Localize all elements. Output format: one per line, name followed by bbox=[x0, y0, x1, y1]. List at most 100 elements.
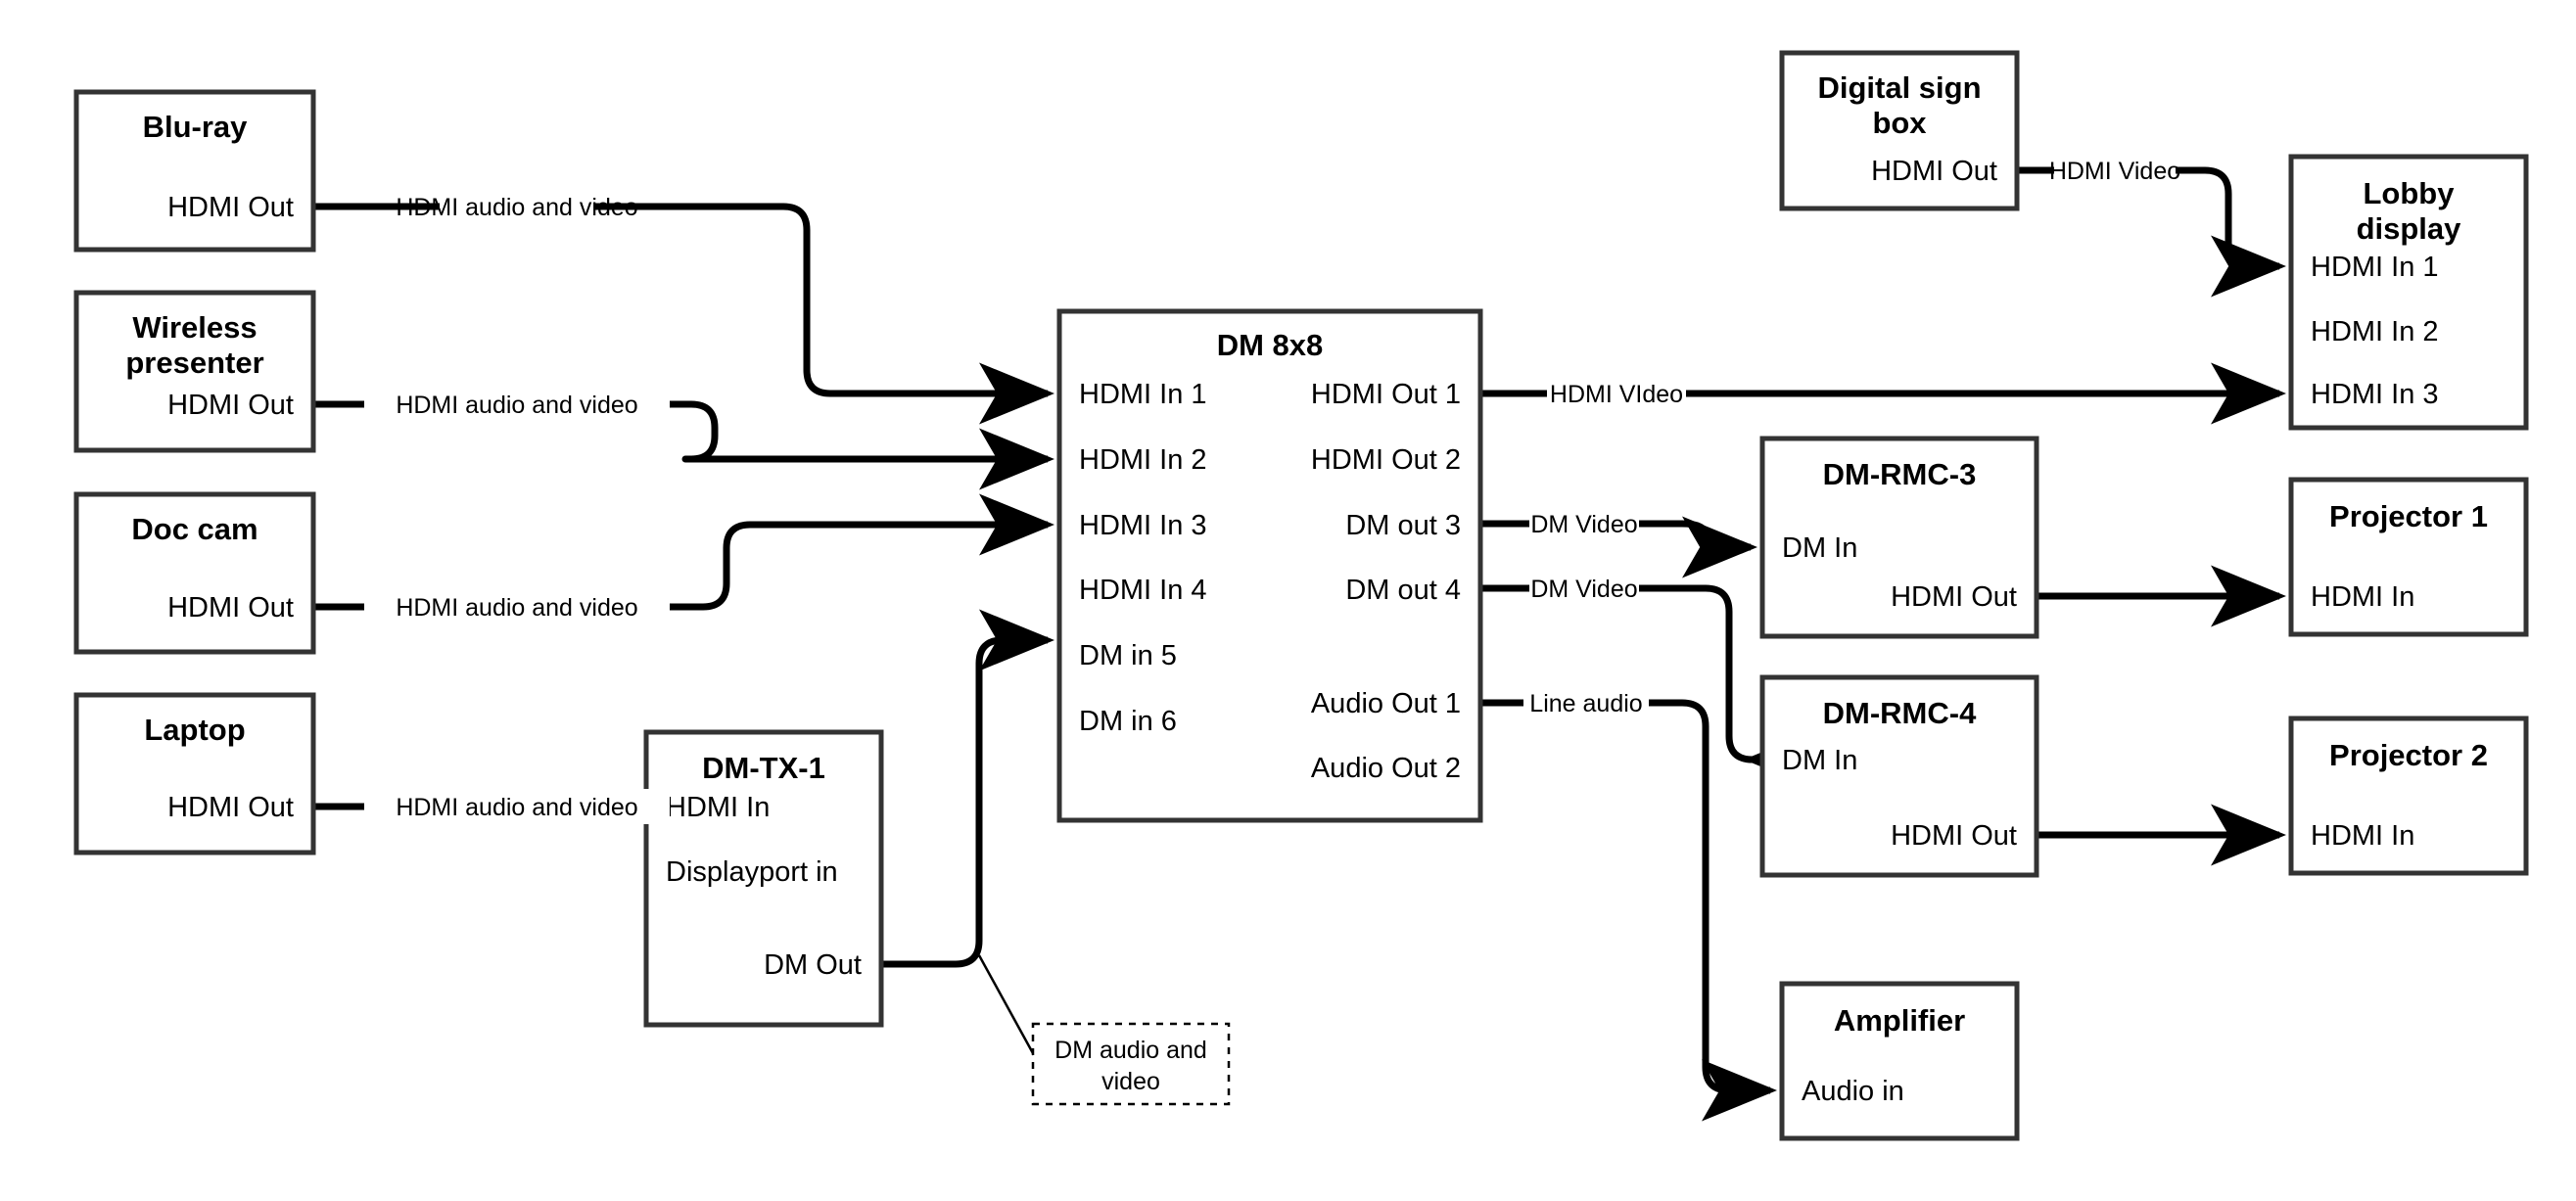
node-dm-rmc-3[interactable]: DM-RMC-3 DM In HDMI Out bbox=[1759, 436, 2039, 639]
lobby-display-title-line1: Lobby bbox=[2364, 176, 2456, 210]
projector-2-box bbox=[2288, 716, 2529, 876]
node-lobby-display[interactable]: Lobby display HDMI In 1 HDMI In 2 HDMI I… bbox=[2288, 154, 2529, 431]
wire-label-dm-out4-to-rmc4: DM Video bbox=[1530, 576, 1637, 603]
lobby-display-input-3: HDMI In 3 bbox=[2311, 379, 2439, 410]
node-dm-tx-1[interactable]: DM-TX-1 HDMI In Displayport in DM Out bbox=[643, 729, 884, 1028]
dm-rmc-4-hdmi-out-label: HDMI Out bbox=[1891, 820, 2017, 852]
doc-cam-title: Doc cam bbox=[131, 512, 258, 546]
bluray-title: Blu-ray bbox=[143, 110, 249, 144]
digital-sign-title-line2: box bbox=[1872, 106, 1927, 140]
label-bg-out3 bbox=[1529, 506, 1639, 541]
projector-2-hdmi-in-label: HDMI In bbox=[2311, 820, 2414, 852]
lobby-display-title-line2: display bbox=[2357, 211, 2462, 246]
callout-note: DM audio and video bbox=[1031, 1022, 1231, 1106]
node-amplifier[interactable]: Amplifier Audio in bbox=[1779, 981, 2020, 1141]
dm-8x8-title: DM 8x8 bbox=[1217, 328, 1324, 362]
callout-note-line2: video bbox=[1101, 1068, 1160, 1095]
dm-rmc-4-box bbox=[1759, 674, 2039, 878]
node-dm-8x8[interactable]: DM 8x8 HDMI In 1 HDMI In 2 HDMI In 3 HDM… bbox=[1056, 308, 1483, 823]
dm-tx-1-hdmi-in-label: HDMI In bbox=[666, 792, 770, 823]
wire-dmtx1-to-dm8x8 bbox=[881, 609, 1054, 968]
dm-tx-1-dm-out-label: DM Out bbox=[764, 949, 862, 981]
wireless-presenter-hdmi-out-label: HDMI Out bbox=[167, 390, 294, 421]
dm-8x8-output-2: HDMI Out 2 bbox=[1311, 444, 1461, 476]
dm-8x8-output-1: HDMI Out 1 bbox=[1311, 379, 1461, 410]
dm-8x8-output-6: Audio Out 2 bbox=[1311, 753, 1461, 784]
lobby-display-input-1: HDMI In 1 bbox=[2311, 252, 2439, 283]
dm-8x8-output-4: DM out 4 bbox=[1345, 575, 1461, 606]
dm-rmc-3-title: DM-RMC-3 bbox=[1823, 457, 1977, 491]
node-bluray[interactable]: Blu-ray HDMI Out bbox=[73, 89, 316, 253]
dm-rmc-3-hdmi-out-label: HDMI Out bbox=[1891, 581, 2017, 613]
label-bg-bluray bbox=[440, 189, 594, 224]
callout-note-box bbox=[1031, 1022, 1231, 1106]
projector-1-box bbox=[2288, 477, 2529, 637]
wireless-presenter-title-line2: presenter bbox=[125, 346, 263, 380]
dm-8x8-output-5: Audio Out 1 bbox=[1311, 688, 1461, 719]
label-bg-sign bbox=[2054, 153, 2176, 188]
wire-label-dm-out3-to-rmc3: DM Video bbox=[1530, 511, 1637, 538]
node-laptop[interactable]: Laptop HDMI Out bbox=[73, 692, 316, 855]
wireless-presenter-box bbox=[73, 290, 316, 453]
wire-wireless-to-dm8x8 bbox=[313, 404, 1048, 459]
bluray-box bbox=[73, 89, 316, 253]
projector-1-hdmi-in-label: HDMI In bbox=[2311, 581, 2414, 613]
wire-label-audio-out1-to-amp: Line audio bbox=[1529, 690, 1642, 717]
digital-sign-title-line1: Digital sign bbox=[1817, 70, 1981, 105]
dm-rmc-4-title: DM-RMC-4 bbox=[1823, 696, 1977, 730]
wire-sign-to-lobby bbox=[2017, 166, 2279, 266]
label-bg-doccam bbox=[364, 589, 670, 624]
bluray-hdmi-out-label: HDMI Out bbox=[167, 192, 294, 223]
wireless-presenter-title-line1: Wireless bbox=[132, 310, 257, 345]
node-projector-2[interactable]: Projector 2 HDMI In bbox=[2288, 716, 2529, 876]
dm-8x8-input-4: HDMI In 4 bbox=[1079, 575, 1207, 606]
node-digital-sign-box[interactable]: Digital sign box HDMI Out bbox=[1779, 50, 2020, 211]
callout-note-line1: DM audio and bbox=[1054, 1037, 1207, 1064]
node-dm-rmc-4[interactable]: DM-RMC-4 DM In HDMI Out bbox=[1759, 674, 2039, 878]
wire-label-wireless-to-dm: HDMI audio and video bbox=[396, 392, 637, 419]
dm-8x8-input-6: DM in 6 bbox=[1079, 706, 1177, 737]
label-bg-out4 bbox=[1529, 571, 1639, 606]
dm-8x8-input-1: HDMI In 1 bbox=[1079, 379, 1207, 410]
laptop-box bbox=[73, 692, 316, 855]
wire-dm8x8-out4-to-rmc4 bbox=[1480, 584, 1753, 760]
laptop-title: Laptop bbox=[144, 713, 245, 747]
label-bg-out1 bbox=[1547, 376, 1686, 411]
label-bg-audio1 bbox=[1523, 685, 1649, 720]
wire-label-bluray-to-dm: HDMI audio and video bbox=[396, 194, 637, 221]
amplifier-title: Amplifier bbox=[1834, 1003, 1965, 1038]
digital-sign-hdmi-out-label: HDMI Out bbox=[1871, 156, 1997, 187]
dm-8x8-output-3: DM out 3 bbox=[1345, 510, 1461, 541]
wire-bluray-to-dm8x8 bbox=[313, 203, 1048, 393]
doc-cam-box bbox=[73, 491, 316, 655]
label-bg-laptop bbox=[364, 789, 670, 824]
doc-cam-hdmi-out-label: HDMI Out bbox=[167, 592, 294, 624]
dm-8x8-input-3: HDMI In 3 bbox=[1079, 510, 1207, 541]
node-doc-cam[interactable]: Doc cam HDMI Out bbox=[73, 491, 316, 655]
wire-label-dm-out1-to-lobby: HDMI VIdeo bbox=[1550, 381, 1683, 408]
callout-leader-line bbox=[977, 954, 1041, 1065]
wire-dm8x8-out3-to-rmc3 bbox=[1480, 524, 1751, 547]
digital-sign-box bbox=[1779, 50, 2020, 211]
dm-8x8-input-5: DM in 5 bbox=[1079, 640, 1177, 671]
node-wireless-presenter[interactable]: Wireless presenter HDMI Out bbox=[73, 290, 316, 453]
dm-tx-1-displayport-in-label: Displayport in bbox=[666, 856, 838, 888]
projector-1-title: Projector 1 bbox=[2329, 499, 2488, 533]
node-projector-1[interactable]: Projector 1 HDMI In bbox=[2288, 477, 2529, 637]
dm-8x8-input-2: HDMI In 2 bbox=[1079, 444, 1207, 476]
lobby-display-input-2: HDMI In 2 bbox=[2311, 316, 2439, 347]
lobby-display-box bbox=[2288, 154, 2529, 431]
amplifier-box bbox=[1779, 981, 2020, 1141]
dm-rmc-3-dm-in-label: DM In bbox=[1782, 532, 1857, 564]
wire-label-doccam-to-dm: HDMI audio and video bbox=[396, 594, 637, 622]
laptop-hdmi-out-label: HDMI Out bbox=[167, 792, 294, 823]
wire-label-laptop-to-tx: HDMI audio and video bbox=[396, 794, 637, 821]
dm-rmc-3-box bbox=[1759, 436, 2039, 639]
projector-2-title: Projector 2 bbox=[2329, 738, 2488, 772]
amplifier-audio-in-label: Audio in bbox=[1802, 1076, 1904, 1107]
wire-dm8x8-audioout1-to-amplifier bbox=[1480, 699, 1770, 1090]
dm-8x8-box bbox=[1056, 308, 1483, 823]
dm-tx-1-box bbox=[643, 729, 884, 1028]
